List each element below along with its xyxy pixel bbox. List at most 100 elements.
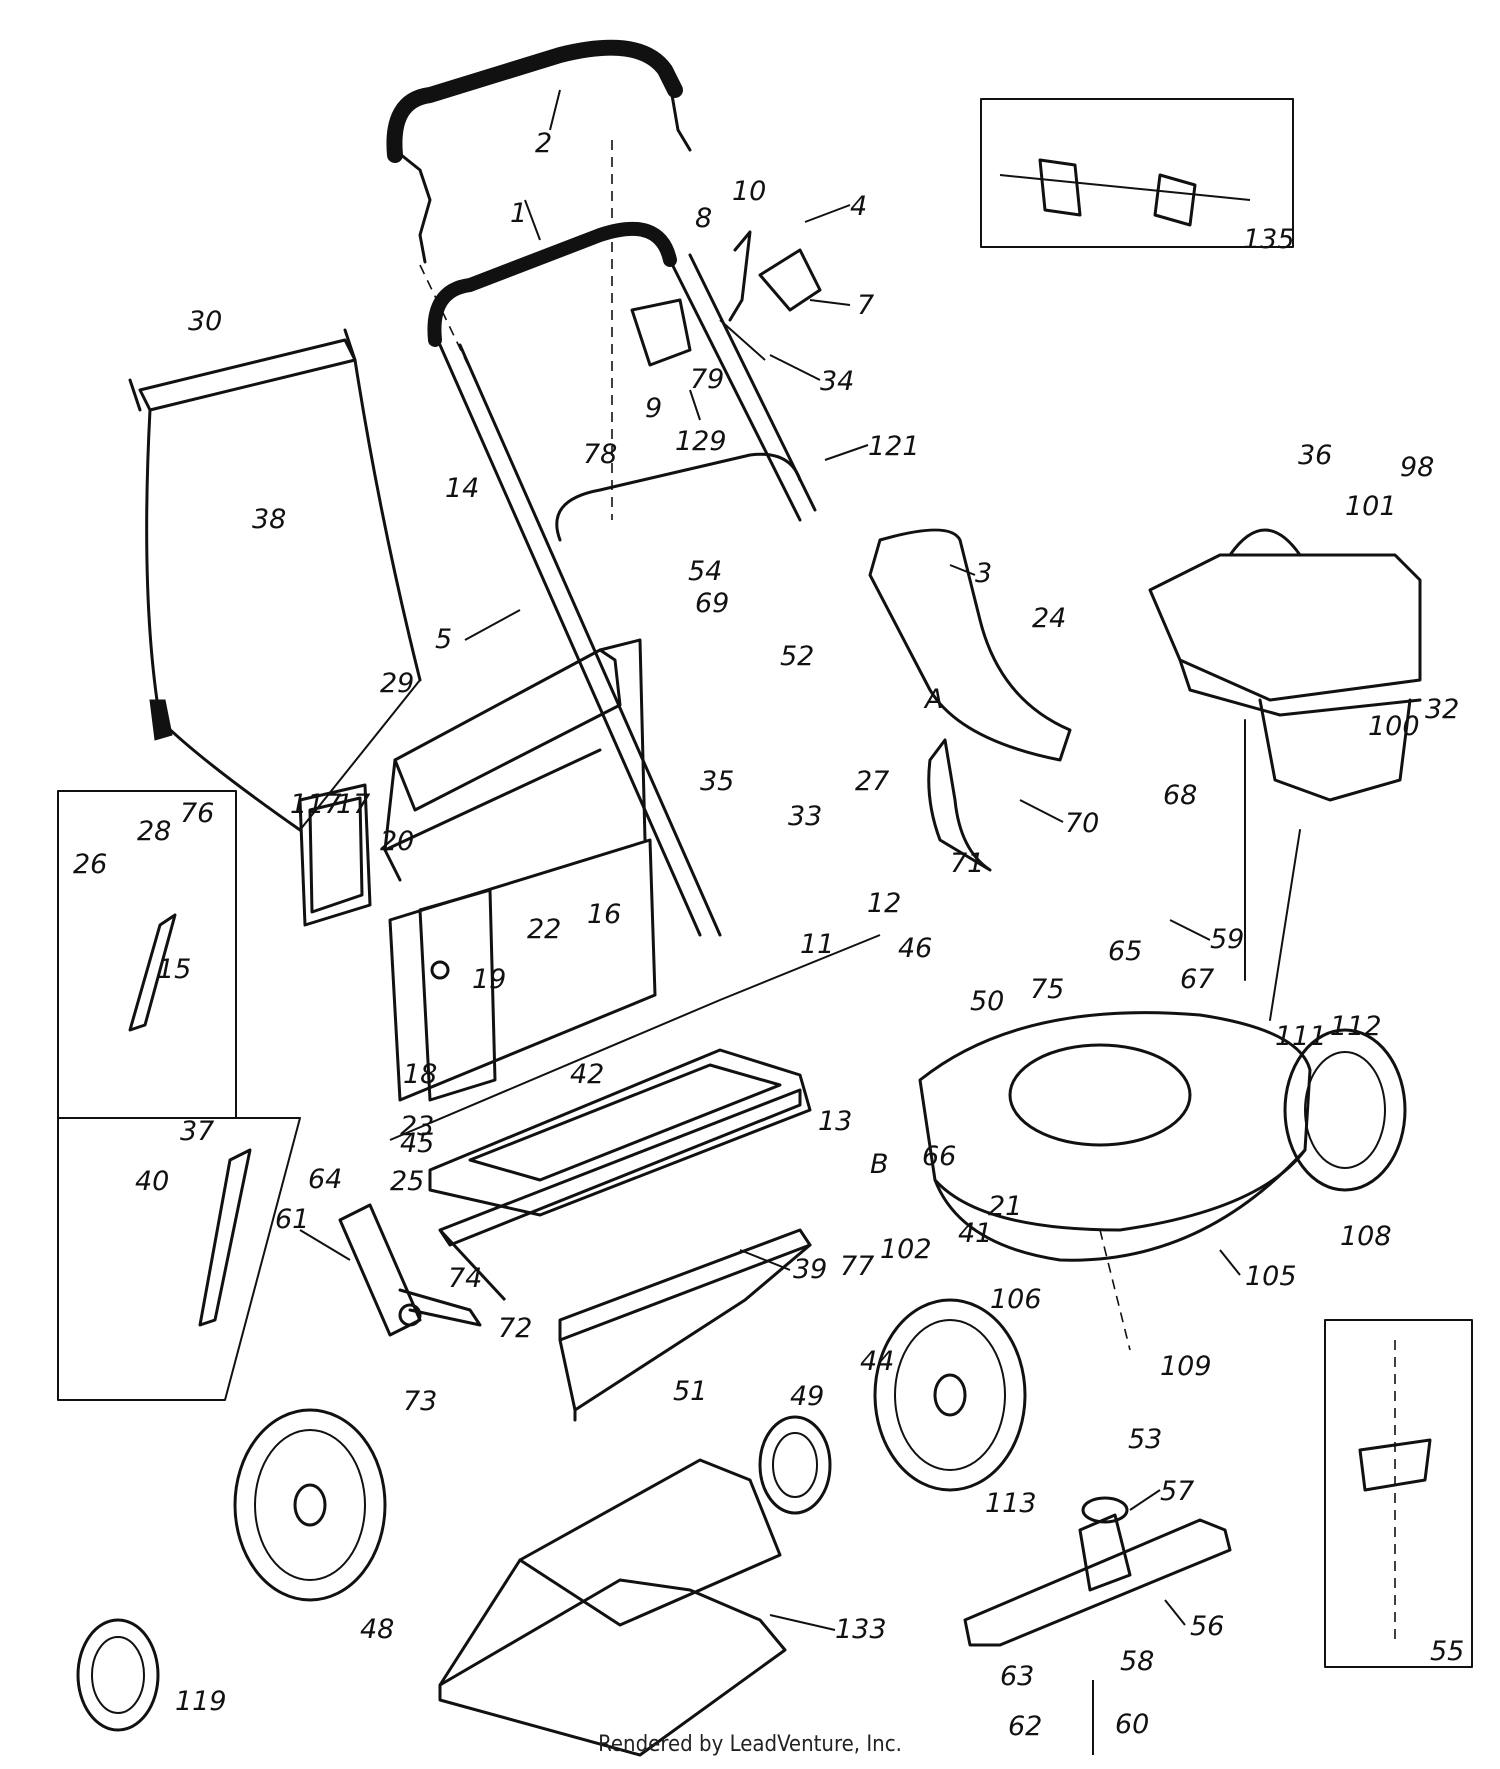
callout-33: 33 <box>788 801 822 832</box>
callout-34: 34 <box>820 366 854 397</box>
callout-112: 112 <box>1330 1011 1382 1042</box>
callout-28: 28 <box>137 816 171 847</box>
callout-2: 2 <box>535 128 552 159</box>
callout-59: 59 <box>1210 924 1244 955</box>
callout-51: 51 <box>673 1376 707 1407</box>
callout-48: 48 <box>360 1614 394 1645</box>
callout-7: 7 <box>857 290 874 321</box>
callout-55: 55 <box>1430 1636 1464 1667</box>
callout-101: 101 <box>1345 491 1397 522</box>
callout-75: 75 <box>1030 974 1064 1005</box>
callout-26: 26 <box>73 849 107 880</box>
callout-62: 62 <box>1008 1711 1042 1742</box>
leader-lines <box>464 89 1241 1631</box>
callout-39: 39 <box>793 1254 827 1285</box>
callout-109: 109 <box>1160 1351 1212 1382</box>
callout-70: 70 <box>1065 808 1099 839</box>
callout-38: 38 <box>252 504 286 535</box>
callout-65: 65 <box>1108 936 1142 967</box>
callout-27: 27 <box>855 766 889 797</box>
callout-111: 111 <box>1275 1021 1327 1052</box>
callout-71: 71 <box>950 848 984 879</box>
callout-12: 12 <box>867 888 901 919</box>
callout-119: 119 <box>175 1686 227 1717</box>
inset-55 <box>1324 1319 1473 1668</box>
callout-9: 9 <box>645 393 662 424</box>
inset-left-lower <box>57 1117 301 1401</box>
callout-105: 105 <box>1245 1261 1297 1292</box>
callout-57: 57 <box>1160 1476 1194 1507</box>
callout-121: 121 <box>868 431 920 462</box>
callout-4: 4 <box>850 191 867 222</box>
callout-129: 129 <box>675 426 727 457</box>
callout-56: 56 <box>1190 1611 1224 1642</box>
callout-133: 133 <box>835 1614 887 1645</box>
callout-22: 22 <box>527 914 561 945</box>
callout-35: 35 <box>700 766 734 797</box>
callout-20: 20 <box>380 826 414 857</box>
callout-10: 10 <box>732 176 766 207</box>
inset-135 <box>980 98 1294 248</box>
control-brackets <box>630 230 822 421</box>
callout-29: 29 <box>380 668 414 699</box>
callout-25: 25 <box>390 1166 424 1197</box>
callout-41: 41 <box>958 1218 992 1249</box>
callout-61: 61 <box>275 1204 309 1235</box>
callout-135: 135 <box>1243 224 1295 255</box>
callout-30: 30 <box>188 306 222 337</box>
rear-wheel-right <box>873 1298 1027 1492</box>
callout-64: 64 <box>308 1164 342 1195</box>
callout-100: 100 <box>1368 711 1420 742</box>
mower-deck <box>918 1011 1312 1351</box>
callout-18: 18 <box>403 1059 437 1090</box>
callout-19: 19 <box>472 964 506 995</box>
callout-labels: 1 2 3 4 5 7 8 9 10 11 12 13 14 15 16 17 … <box>73 128 1464 1742</box>
callout-11: 11 <box>800 929 834 960</box>
callout-79: 79 <box>690 364 724 395</box>
callout-74: 74 <box>448 1263 482 1294</box>
callout-1: 1 <box>510 198 527 229</box>
callout-21: 21 <box>988 1191 1022 1222</box>
callout-63: 63 <box>1000 1661 1034 1692</box>
callout-113: 113 <box>985 1488 1037 1519</box>
callout-40: 40 <box>135 1166 169 1197</box>
callout-50: 50 <box>970 986 1004 1017</box>
upper-handle <box>386 39 692 520</box>
footer-credit: Rendered by LeadVenture, Inc. <box>598 1732 902 1757</box>
rear-baffle <box>438 1458 787 1757</box>
callout-67: 67 <box>1180 964 1214 995</box>
callout-108: 108 <box>1340 1221 1392 1252</box>
left-height-adjuster <box>299 1203 507 1337</box>
callout-32: 32 <box>1425 694 1459 725</box>
callout-A: A <box>923 684 943 715</box>
grass-bag <box>128 328 422 832</box>
callout-24: 24 <box>1032 603 1066 634</box>
callout-49: 49 <box>790 1381 824 1412</box>
callout-17: 17 <box>336 789 370 820</box>
callout-98: 98 <box>1400 452 1434 483</box>
callout-68: 68 <box>1163 780 1197 811</box>
rear-wheel-left <box>233 1408 387 1602</box>
callout-46: 46 <box>898 933 932 964</box>
callout-58: 58 <box>1120 1646 1154 1677</box>
callout-53: 53 <box>1128 1424 1162 1455</box>
callout-66: 66 <box>922 1141 956 1172</box>
callout-5: 5 <box>435 624 452 655</box>
callout-23: 23 <box>400 1111 434 1142</box>
callout-117: 117 <box>290 789 342 820</box>
callout-76: 76 <box>180 798 214 829</box>
callout-8: 8 <box>695 203 712 234</box>
rear-axle-housing <box>389 934 881 1422</box>
callout-73: 73 <box>403 1386 437 1417</box>
lower-handle <box>427 221 817 937</box>
callout-44: 44 <box>860 1346 894 1377</box>
hubcap-left <box>76 1618 160 1732</box>
callout-54: 54 <box>688 556 722 587</box>
discharge-chute <box>868 528 1072 872</box>
blade <box>963 1496 1232 1755</box>
callout-14: 14 <box>445 473 479 504</box>
callout-106: 106 <box>990 1284 1042 1315</box>
callout-13: 13 <box>818 1106 852 1137</box>
callout-72: 72 <box>498 1313 532 1344</box>
